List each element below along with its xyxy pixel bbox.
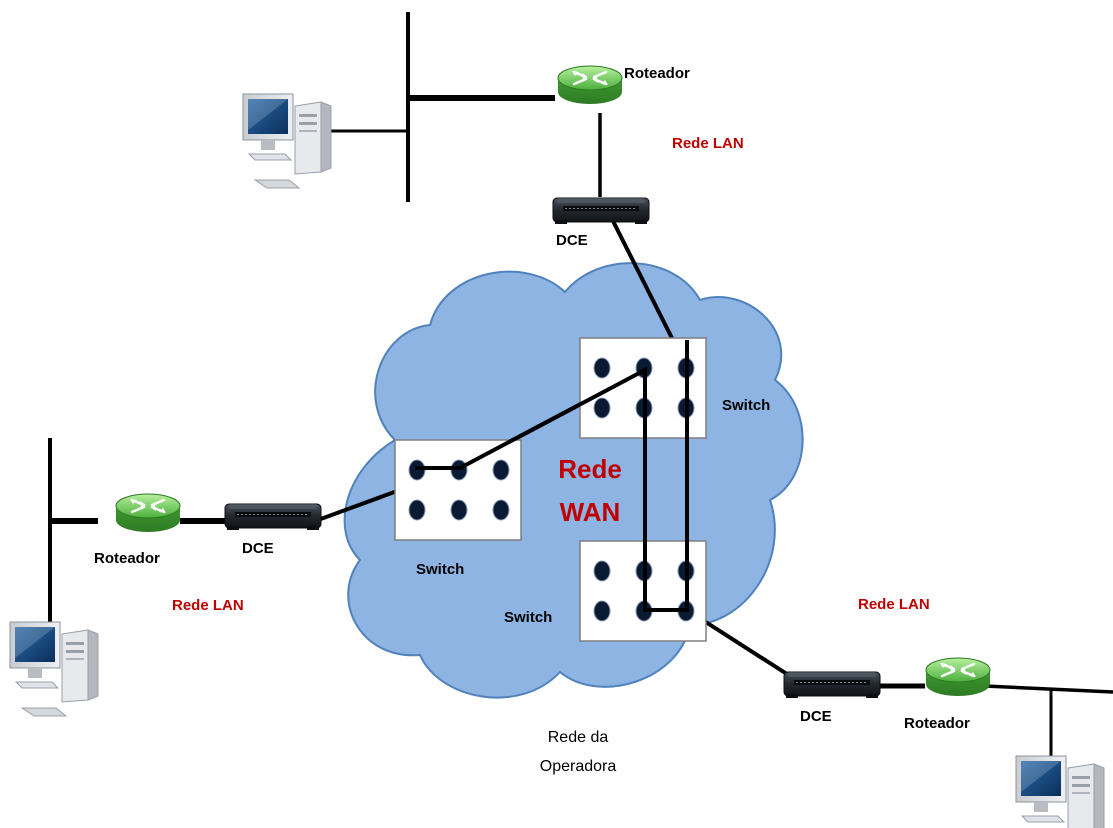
switch-internal-links <box>415 340 689 612</box>
dce-left-icon <box>224 503 322 531</box>
lan-top-label: Rede LAN <box>672 135 744 152</box>
dce-top-label: DCE <box>556 232 588 249</box>
computer-right-icon <box>1015 755 1105 828</box>
router-top-icon <box>556 64 624 106</box>
operator-label-line2: Operadora <box>540 758 617 775</box>
lan-left-label: Rede LAN <box>172 597 244 614</box>
wan-label-line2: WAN <box>560 497 621 527</box>
computer-top-icon <box>242 93 332 189</box>
operator-label-line1: Rede da <box>548 729 609 746</box>
dce-right-icon <box>783 671 881 699</box>
dce-top-icon <box>552 197 650 225</box>
dce-left-label: DCE <box>242 540 274 557</box>
router-right-icon <box>924 656 992 698</box>
computer-left-icon <box>9 621 99 717</box>
switch-left-label: Switch <box>416 561 464 578</box>
lan-right-label: Rede LAN <box>858 596 930 613</box>
lan-bus-right <box>984 684 1113 762</box>
switch-bottom-label: Switch <box>504 609 552 626</box>
router-right-label: Roteador <box>904 715 970 732</box>
router-left-label: Roteador <box>94 550 160 567</box>
lan-bus-top <box>318 12 555 202</box>
router-top-label: Roteador <box>624 65 690 82</box>
router-left-icon <box>114 492 182 534</box>
switch-top-label: Switch <box>722 397 770 414</box>
wan-label-line1: Rede <box>558 454 622 484</box>
lan-bus-left <box>48 438 98 622</box>
switch-left-icon <box>394 439 522 541</box>
dce-right-label: DCE <box>800 708 832 725</box>
